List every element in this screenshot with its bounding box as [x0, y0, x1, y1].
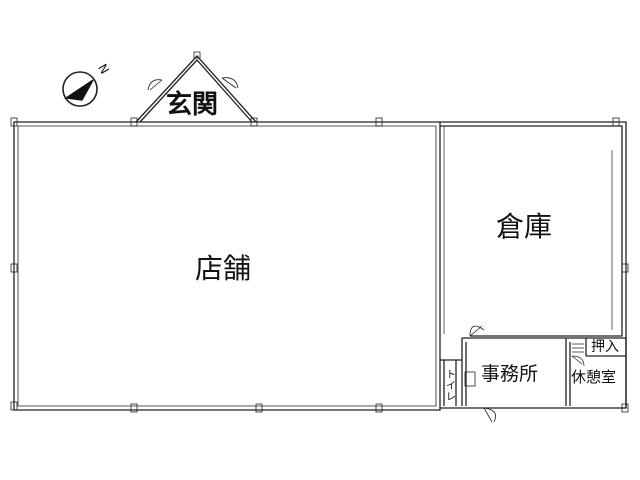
- toilet-label: トイレ: [446, 370, 456, 403]
- warehouse-partition: [443, 126, 613, 334]
- office-door: [469, 325, 485, 337]
- office-wall: [440, 337, 627, 409]
- closet-hatch: [572, 343, 584, 353]
- store-label: 店舗: [195, 252, 252, 285]
- store-inner-wall: [17, 125, 437, 407]
- warehouse-label: 倉庫: [496, 210, 553, 243]
- entrance-label: 玄関: [166, 90, 219, 120]
- entrance-wall: [135, 55, 257, 123]
- rest-door: [571, 355, 585, 367]
- entrance-door-right: [221, 77, 239, 89]
- closet-label: 押入: [591, 339, 619, 355]
- toilet-door: [483, 407, 497, 423]
- warehouse-wall: [440, 121, 627, 408]
- entrance-door-left: [147, 79, 163, 91]
- store-outer-wall: [13, 121, 441, 411]
- rest-room-label: 休憩室: [571, 368, 617, 386]
- rest-room-wall: [565, 338, 626, 406]
- office-label: 事務所: [481, 363, 539, 385]
- north-arrow-icon: [62, 71, 98, 107]
- toilet-wall: [440, 359, 462, 406]
- toilet-fixture: [464, 371, 476, 387]
